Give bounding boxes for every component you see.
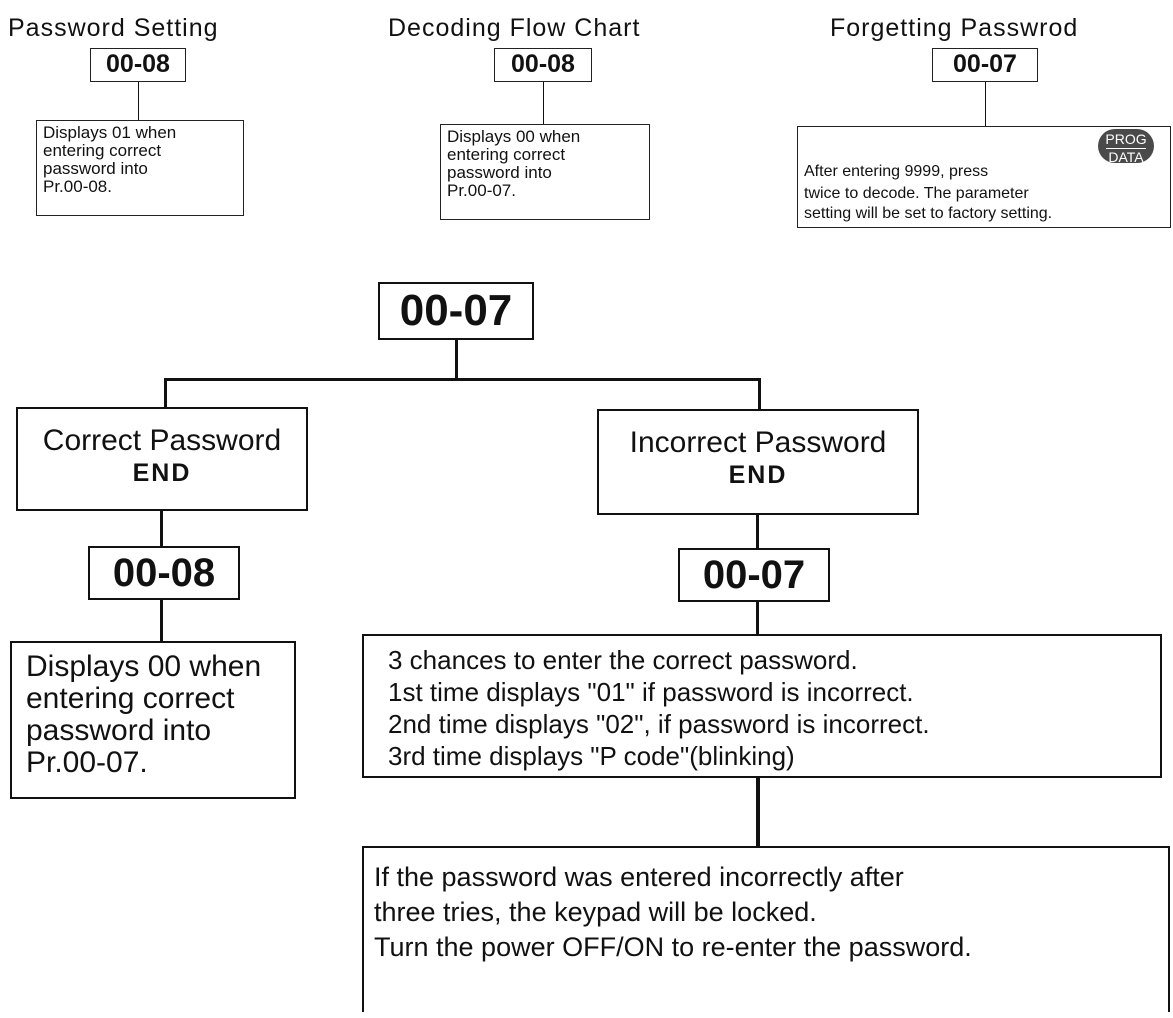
incorrect-password-label: Incorrect Password [629, 426, 887, 459]
note-line: 2nd time displays "02", if password is i… [388, 709, 930, 739]
button-divider [1106, 148, 1146, 149]
note-line: entering correct [447, 145, 566, 164]
note-line: Displays 01 when [43, 123, 177, 142]
note-line: 1st time displays "01" if password is in… [388, 677, 914, 707]
note-line: twice to decode. The parameter [804, 185, 1029, 202]
connector [543, 82, 544, 124]
note-line: Turn the power OFF/ON to re-enter the pa… [374, 932, 972, 962]
incorrect-password-box: Incorrect Password END [597, 409, 919, 515]
note-line: 3 chances to enter the correct password. [388, 645, 858, 675]
data-label: DATA [1108, 149, 1144, 165]
note-line: password into [26, 714, 212, 747]
password-setting-title: Password Setting [8, 14, 219, 42]
correct-code: 00-08 [88, 546, 240, 600]
connector [985, 82, 986, 126]
right-branch-connector [758, 378, 761, 410]
prog-data-button-icon: PROG DATA [1098, 129, 1154, 165]
forgetting-code: 00-07 [932, 48, 1038, 82]
correct-password-box: Correct Password END [16, 407, 308, 511]
branch-bar [164, 378, 761, 381]
note-line: 3rd time displays "P code"(blinking) [388, 741, 795, 771]
connector [160, 511, 163, 547]
note-line: entering correct [43, 141, 162, 160]
decoding-title: Decoding Flow Chart [388, 14, 641, 42]
incorrect-end-label: END [728, 461, 788, 489]
note-line: If the password was entered incorrectly … [374, 862, 904, 892]
note-line: password into [447, 163, 552, 182]
connector [756, 778, 760, 848]
note-line: Pr.00-07. [447, 181, 516, 200]
left-branch-connector [164, 378, 167, 408]
decoding-note: Displays 00 when entering correct passwo… [440, 124, 650, 220]
note-line: Displays 00 when [26, 650, 262, 683]
correct-note-box: Displays 00 when entering correct passwo… [10, 641, 296, 799]
prog-label: PROG [1105, 131, 1147, 147]
password-setting-code: 00-08 [90, 48, 186, 82]
password-setting-note: Displays 01 when entering correct passwo… [36, 120, 244, 216]
correct-password-label: Correct Password [42, 424, 282, 457]
correct-end-label: END [132, 459, 192, 487]
connector [756, 515, 759, 549]
note-line: three tries, the keypad will be locked. [374, 897, 817, 927]
note-line: setting will be set to factory setting. [804, 205, 1053, 222]
decoding-code: 00-08 [494, 48, 592, 82]
note-line: Pr.00-08. [43, 177, 112, 196]
note-line: entering correct [26, 682, 235, 715]
note-line: Displays 00 when [447, 127, 581, 146]
incorrect-code: 00-07 [678, 548, 830, 602]
incorrect-note-box: 3 chances to enter the correct password.… [362, 634, 1162, 778]
lock-note-box: If the password was entered incorrectly … [362, 846, 1170, 1012]
forgetting-note: After entering 9999, press PROG DATA twi… [797, 126, 1171, 228]
root-code: 00-07 [378, 282, 534, 340]
forgetting-title: Forgetting Passwrod [830, 14, 1079, 42]
root-connector [455, 340, 458, 380]
note-line: password into [43, 159, 148, 178]
connector [138, 82, 139, 120]
connector [160, 600, 163, 642]
note-line: Pr.00-07. [26, 746, 148, 779]
note-line: After entering 9999, press [804, 163, 989, 180]
connector [756, 602, 759, 636]
